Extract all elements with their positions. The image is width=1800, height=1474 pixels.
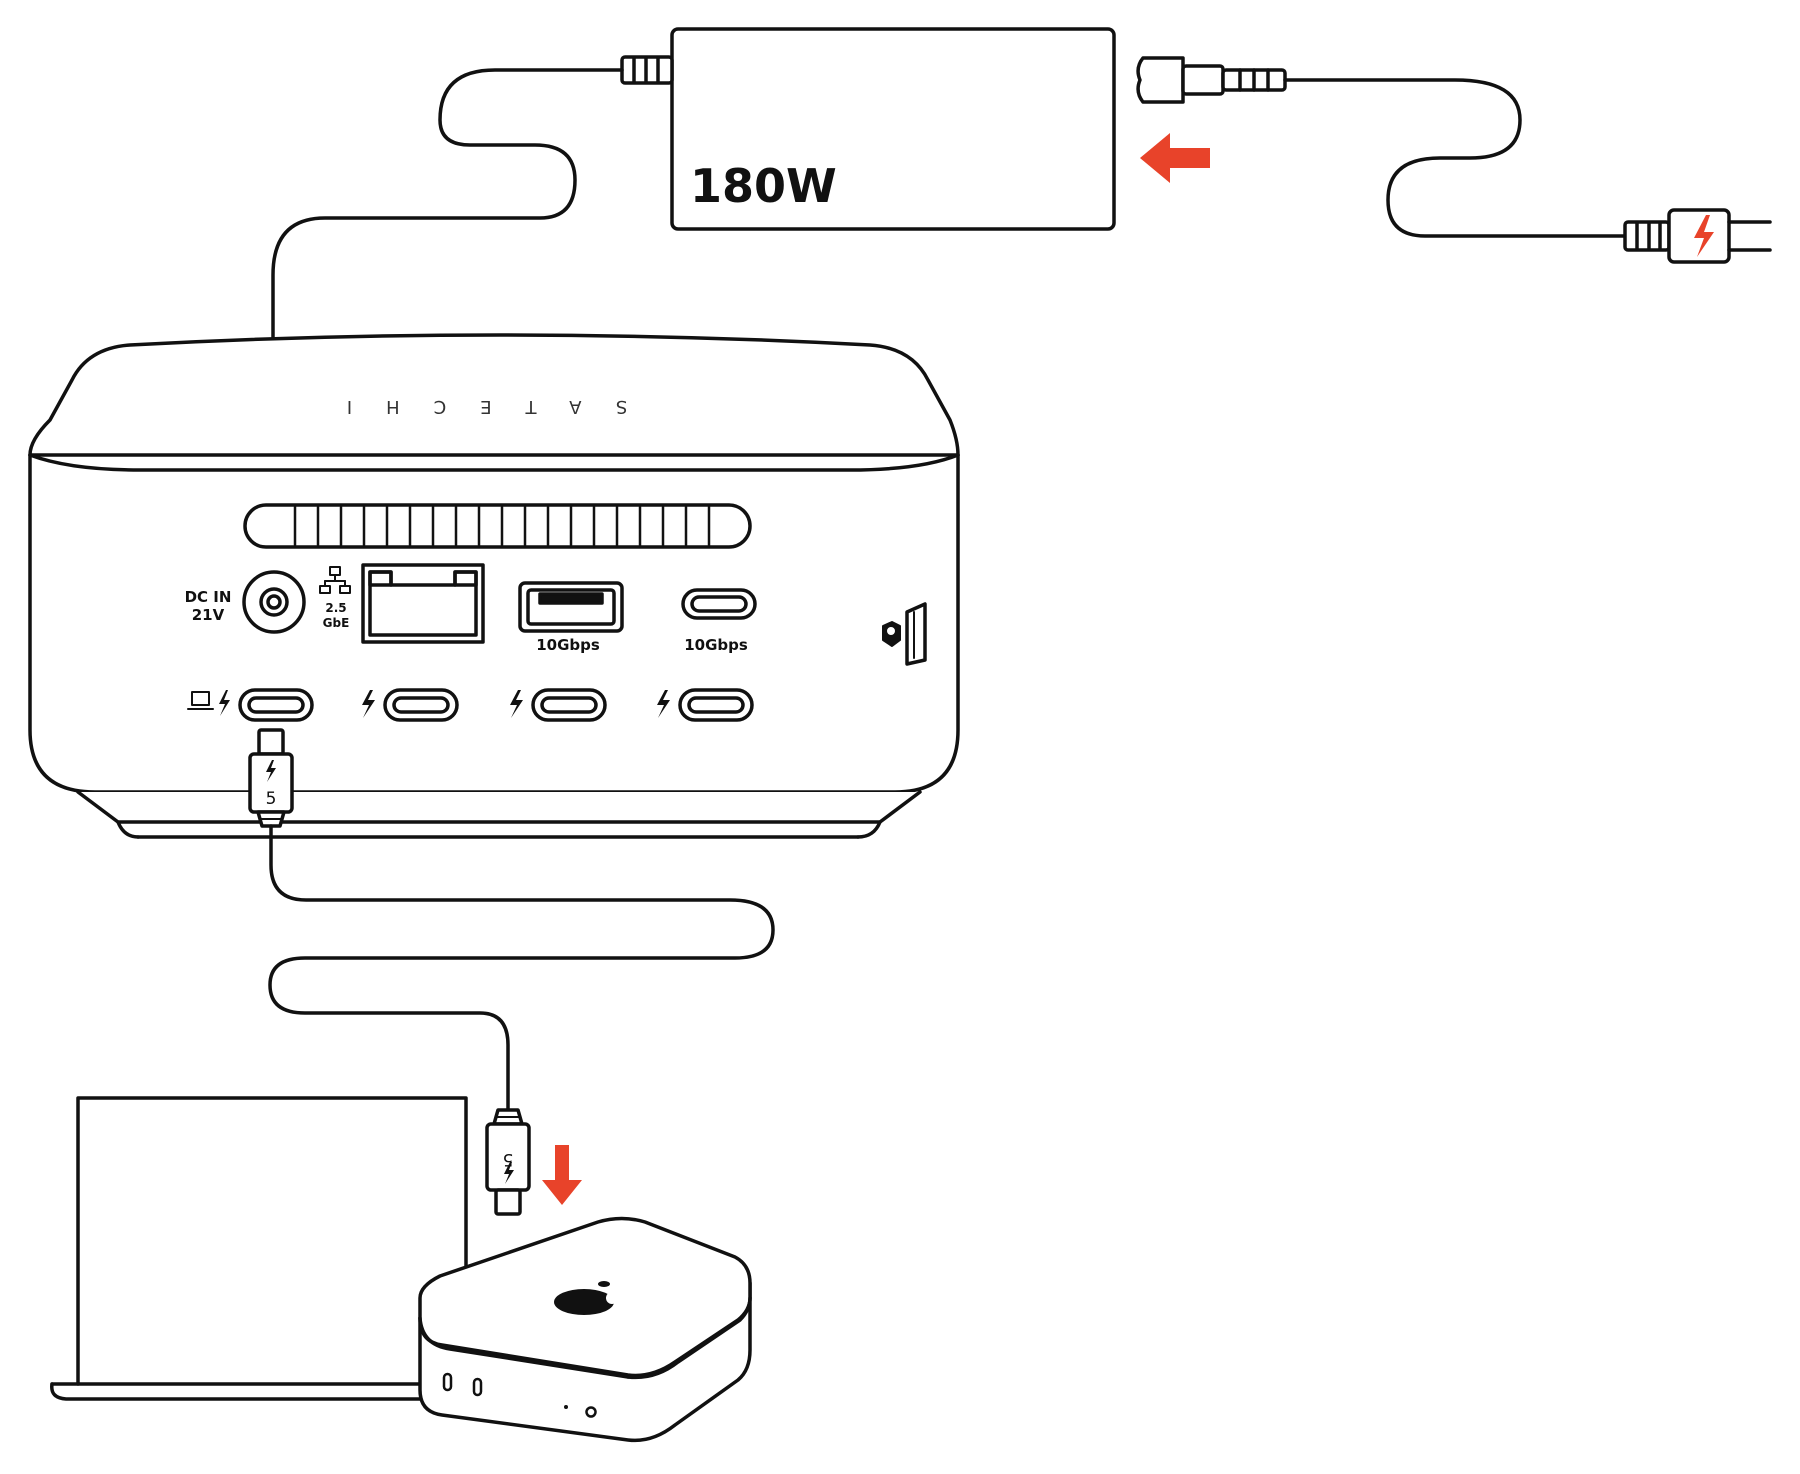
cable-number-lower: 5 (503, 1149, 514, 1169)
dc-in-port[interactable] (242, 570, 306, 634)
usb-c-speed-label: 10Gbps (684, 636, 748, 654)
thunderbolt-icon (657, 690, 670, 718)
mac-mini (418, 1216, 752, 1443)
thunderbolt-icon (219, 690, 230, 716)
front-usb-c-port[interactable] (472, 1377, 483, 1397)
cable-number: 5 (266, 789, 277, 809)
ethernet-port[interactable] (361, 563, 485, 644)
thunderbolt-icon (510, 690, 523, 718)
thunderbolt-port-4[interactable] (678, 688, 754, 722)
thunderbolt-port-host[interactable] (238, 688, 314, 722)
adapter-wattage: 180W (690, 159, 837, 213)
brand-label: SATECHI (313, 396, 627, 417)
kensington-slot[interactable] (905, 602, 927, 666)
usb-a-port[interactable] (518, 581, 624, 633)
ethernet-unit: GbE (323, 616, 350, 630)
network-icon (319, 566, 351, 594)
front-usb-c-port[interactable] (442, 1372, 453, 1392)
laptop-icon (187, 691, 214, 710)
vent-grille (293, 505, 711, 547)
dc-in-label: DC IN (185, 588, 232, 606)
thunderbolt-cable: 5 5 (248, 728, 775, 1216)
usb-a-speed-label: 10Gbps (536, 636, 600, 654)
ac-cable (1136, 56, 1772, 264)
power-adapter: 180W (670, 27, 1116, 231)
thunderbolt-icon (362, 690, 375, 718)
thunderbolt-port-2[interactable] (383, 688, 459, 722)
apple-logo (554, 1281, 618, 1315)
bolt-icon (1694, 215, 1714, 257)
satechi-hub: SATECHI DC IN 21V (28, 333, 960, 839)
lock-icon (882, 621, 901, 647)
usb-c-port[interactable] (681, 588, 757, 620)
laptop (50, 1096, 468, 1401)
dc-in-voltage: 21V (192, 606, 225, 624)
ethernet-speed: 2.5 (325, 601, 346, 615)
status-led (564, 1405, 568, 1409)
thunderbolt-port-3[interactable] (531, 688, 607, 722)
headphone-jack[interactable] (585, 1406, 597, 1418)
